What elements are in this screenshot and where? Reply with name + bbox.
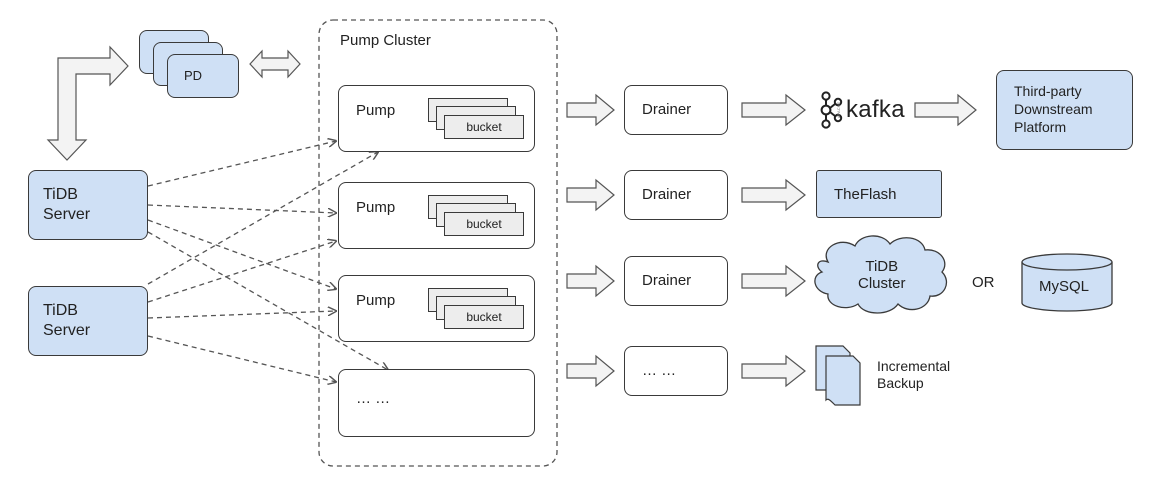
bucket-label: bucket xyxy=(466,217,502,231)
pump-to-drainer-arrows xyxy=(566,93,615,388)
drainer-node-more: … … xyxy=(624,346,728,396)
bucket: bucket xyxy=(444,115,524,139)
pump-label: Pump xyxy=(356,102,396,119)
block-arrow xyxy=(566,178,615,212)
dashed-connection xyxy=(147,241,336,303)
kafka-to-thirdparty-arrow xyxy=(914,93,977,127)
third-party-label: Third-party Downstream Platform xyxy=(1014,83,1093,135)
pump-node-2: Pump bucket xyxy=(338,182,535,249)
drainer-node-1: Drainer xyxy=(624,85,728,135)
block-arrow xyxy=(741,93,806,127)
drainer-node-2: Drainer xyxy=(624,170,728,220)
pd-node: PD xyxy=(167,54,239,98)
tidb-pd-bent-arrow xyxy=(46,45,129,161)
bucket: bucket xyxy=(444,212,524,236)
pump-cluster-title: Pump Cluster xyxy=(340,32,431,49)
block-arrow xyxy=(566,93,615,127)
drainer-label: Drainer xyxy=(642,186,692,203)
pump-node-1: Pump bucket xyxy=(338,85,535,152)
drainer-label: Drainer xyxy=(642,101,692,118)
dashed-connection xyxy=(147,311,336,319)
tidb-cluster-label: TiDB Cluster xyxy=(858,258,906,292)
third-party-platform: Third-party Downstream Platform xyxy=(996,70,1133,150)
incremental-backup-label: Incremental Backup xyxy=(877,358,951,391)
tidb-cluster-cloud-shape xyxy=(814,235,947,314)
pump-node-more: … … xyxy=(338,369,535,437)
or-label: OR xyxy=(972,274,995,291)
block-arrow xyxy=(566,264,615,298)
theflash-node: TheFlash xyxy=(816,170,942,218)
tidb-server-1: TiDB Server xyxy=(28,170,148,240)
tidb-pump-connections xyxy=(147,141,388,382)
kafka-logo-icon xyxy=(820,91,843,129)
block-arrow xyxy=(566,354,615,388)
dashed-connection xyxy=(147,204,336,213)
pump-label: Pump xyxy=(356,292,396,309)
pump-cluster-border xyxy=(318,19,558,467)
kafka-label: kafka xyxy=(846,96,905,123)
pd-cluster-double-arrow xyxy=(249,49,301,79)
tidb-server-label: TiDB Server xyxy=(43,302,91,339)
theflash-label: TheFlash xyxy=(834,186,897,203)
block-arrow xyxy=(741,264,806,298)
bucket-label: bucket xyxy=(466,310,502,324)
dashed-connection xyxy=(147,141,336,187)
drainer-to-downstream-arrows xyxy=(741,93,806,388)
dashed-connection xyxy=(147,219,336,289)
tidb-server-label: TiDB Server xyxy=(43,186,91,223)
drainer-more-label: … … xyxy=(642,362,677,379)
tidb-server-2: TiDB Server xyxy=(28,286,148,356)
drainer-node-3: Drainer xyxy=(624,256,728,306)
mysql-cylinder-shape xyxy=(1021,253,1113,312)
pump-label: Pump xyxy=(356,199,396,216)
pump-node-3: Pump bucket xyxy=(338,275,535,342)
pump-more-label: … … xyxy=(356,390,391,407)
pd-label: PD xyxy=(184,68,203,83)
drainer-label: Drainer xyxy=(642,272,692,289)
dashed-connection xyxy=(147,335,336,382)
block-arrow xyxy=(741,178,806,212)
bucket: bucket xyxy=(444,305,524,329)
bucket-label: bucket xyxy=(466,120,502,134)
dashed-connection xyxy=(147,152,378,285)
dashed-connection xyxy=(147,231,388,370)
mysql-label: MySQL xyxy=(1039,278,1090,295)
document-stack-icon xyxy=(815,345,861,406)
block-arrow xyxy=(741,354,806,388)
kafka-apache-mark: APACHE xyxy=(836,101,841,118)
